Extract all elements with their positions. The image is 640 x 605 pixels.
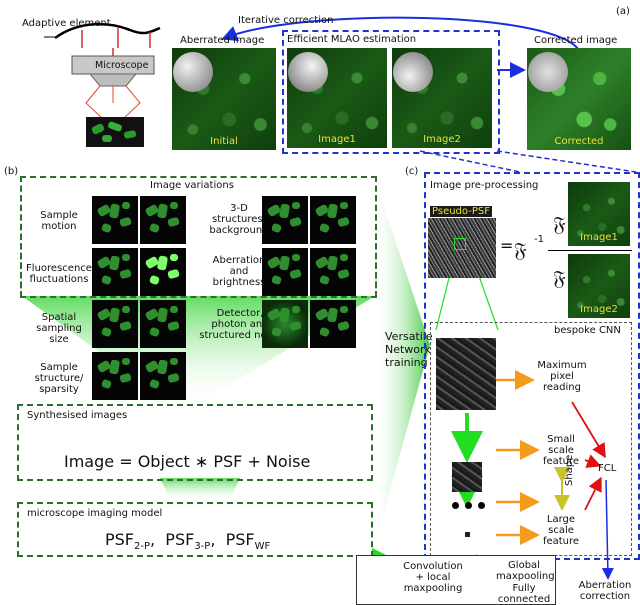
image1-fraction: Image1 [568,182,630,246]
variation-label-5: Aberration and brightness [212,255,266,288]
legend-conv: Convolution + local maxpooling [403,561,463,594]
variation-thumbnail [310,300,356,348]
versatile-training-label: Versatile Network training [385,330,433,369]
inverse-exponent: -1 [534,234,544,245]
variation-label-4: 3-D structures/ background [209,203,269,236]
variation-label-6: Detector, photon and structured noise [199,308,281,341]
variation-thumbnail [310,196,356,244]
image2-thumb: Image2 [392,48,492,148]
fcl-label: FCL [598,463,617,474]
cnn-mid-layer [452,462,482,492]
image1-fraction-label: Image1 [580,232,618,243]
shape-label: Shape [564,454,575,486]
adaptive-element-label: Adaptive element [22,18,111,29]
variation-label-2: Spatial sampling size [36,312,82,345]
variation-thumbnail [92,248,138,296]
synthesis-equation: Image = Object ∗ PSF + Noise [64,452,311,471]
corrected-image-label: Corrected image [534,35,618,46]
variation-thumbnail [262,300,308,348]
wavefront-disc-image2 [393,52,433,92]
legend-global: Global maxpooling [496,560,555,582]
preprocessing-title: Image pre-processing [430,180,539,191]
psf-list: PSF2-P, PSF3-P, PSFWF [105,530,270,552]
sample-thumbnail [86,117,144,147]
variation-thumbnail [92,300,138,348]
cnn-final-layer [465,532,470,537]
legend-box [356,555,556,605]
bespoke-cnn-title: bespoke CNN [554,325,621,336]
variation-thumbnail [92,352,138,400]
synthesised-images-title: Synthesised images [27,410,128,421]
image-variations-title: Image variations [150,180,234,191]
image2-fraction: Image2 [568,254,630,318]
mlao-estimation-label: Efficient MLAO estimation [287,34,417,45]
cnn-input-layer [436,338,496,410]
fourier-symbol-top: 𝔉 [553,212,566,236]
fourier-symbol-bottom: 𝔉 [553,266,566,290]
max-pixel-label: Maximum pixel reading [537,360,587,393]
initial-image-label: Initial [210,136,238,147]
psf-wf: PSFWF [225,530,271,553]
variation-thumbnail [262,196,308,244]
pseudo-psf-zoom-box [454,238,466,250]
initial-image: Initial [172,48,276,150]
mlao-estimation-box [282,30,500,154]
variation-thumbnail [140,196,186,244]
variation-thumbnail [310,248,356,296]
panel-b-label: (b) [4,166,19,177]
panel-c-label: (c) [405,166,419,177]
image-variations-box [20,176,377,298]
variation-thumbnail [262,248,308,296]
corrected-image: Corrected [527,48,631,150]
imaging-model-title: microscope imaging model [27,508,163,519]
variation-thumbnail [140,352,186,400]
aberration-correction-label: Aberration correction [578,580,632,602]
legend-fully: Fully connected [497,583,551,605]
wavefront-disc-corrected [528,52,568,92]
microscope-label: Microscope [95,60,149,71]
variation-thumbnail [140,248,186,296]
iterative-correction-label: Iterative correction [238,15,334,26]
equals-sign: = [500,236,514,255]
cnn-ellipsis [452,502,488,512]
variation-label-0: Sample motion [40,210,78,232]
corrected-image-text: Corrected [554,136,604,147]
panel-a-label: (a) [616,6,630,17]
image1-thumb: Image1 [287,48,387,148]
variation-thumbnail [140,300,186,348]
synthesised-images-box [17,404,373,481]
fraction-line [548,250,632,251]
large-scale-label: Large scale feature [542,514,580,547]
image2-fraction-label: Image2 [580,304,618,315]
aberrated-image-label: Aberrated image [180,35,265,46]
pseudo-psf-label: Pseudo-PSF [430,206,492,217]
psf-3p: PSF3-P, [165,530,221,553]
variation-label-1: Fluorescence fluctuations [26,263,92,285]
wavefront-disc-initial [173,52,213,92]
wavefront-disc-image1 [288,52,328,92]
psf-2p: PSF2-P, [105,530,161,553]
variation-label-3: Sample structure/ sparsity [34,362,84,395]
small-scale-label: Small scale feature [542,434,580,467]
pseudo-psf-image [428,218,496,278]
inverse-fourier-symbol: 𝔉 [514,238,527,262]
image2-thumb-label: Image2 [423,134,461,145]
imaging-model-box [17,502,373,557]
variation-thumbnail [92,196,138,244]
image1-thumb-label: Image1 [318,134,356,145]
